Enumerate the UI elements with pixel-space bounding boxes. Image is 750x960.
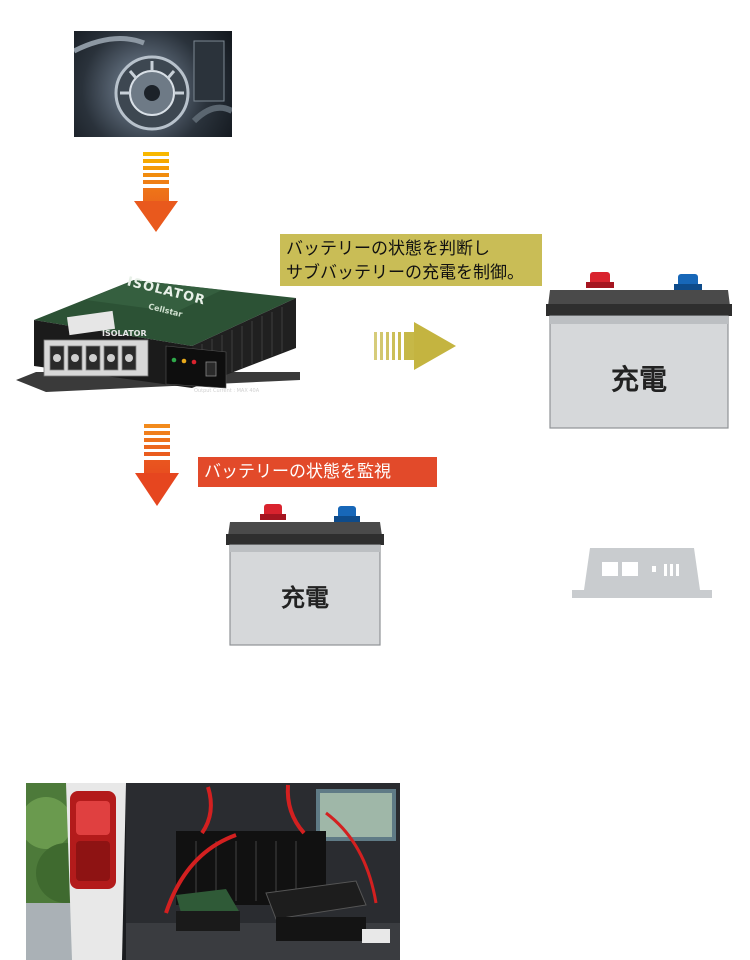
installation-photo xyxy=(26,783,400,960)
sub-battery-label: 充電 xyxy=(610,363,667,396)
down-arrow-icon xyxy=(135,424,179,506)
isolator-front-name: ISOLATOR xyxy=(102,329,147,338)
sub-battery: 充電 xyxy=(544,272,734,430)
engine-photo xyxy=(74,31,232,137)
isolator-silhouette-icon xyxy=(572,548,712,600)
isolator-device: ISOLATOR Cellstar ISOLATOR Output Curren… xyxy=(16,274,306,394)
isolator-spec-text: Output Current : MAX 40A xyxy=(194,388,260,394)
main-battery-label: 充電 xyxy=(281,584,329,612)
evaluate-line-1: バッテリーの状態を判断し xyxy=(286,239,490,259)
evaluate-line-2: サブバッテリーの充電を制御。 xyxy=(286,263,524,283)
monitor-callout: バッテリーの状態を監視 xyxy=(198,457,437,487)
evaluate-callout: バッテリーの状態を判断し サブバッテリーの充電を制御。 xyxy=(280,234,542,286)
down-arrow-icon xyxy=(134,152,178,232)
right-arrow-icon xyxy=(374,322,458,370)
main-battery: 充電 xyxy=(224,504,386,646)
